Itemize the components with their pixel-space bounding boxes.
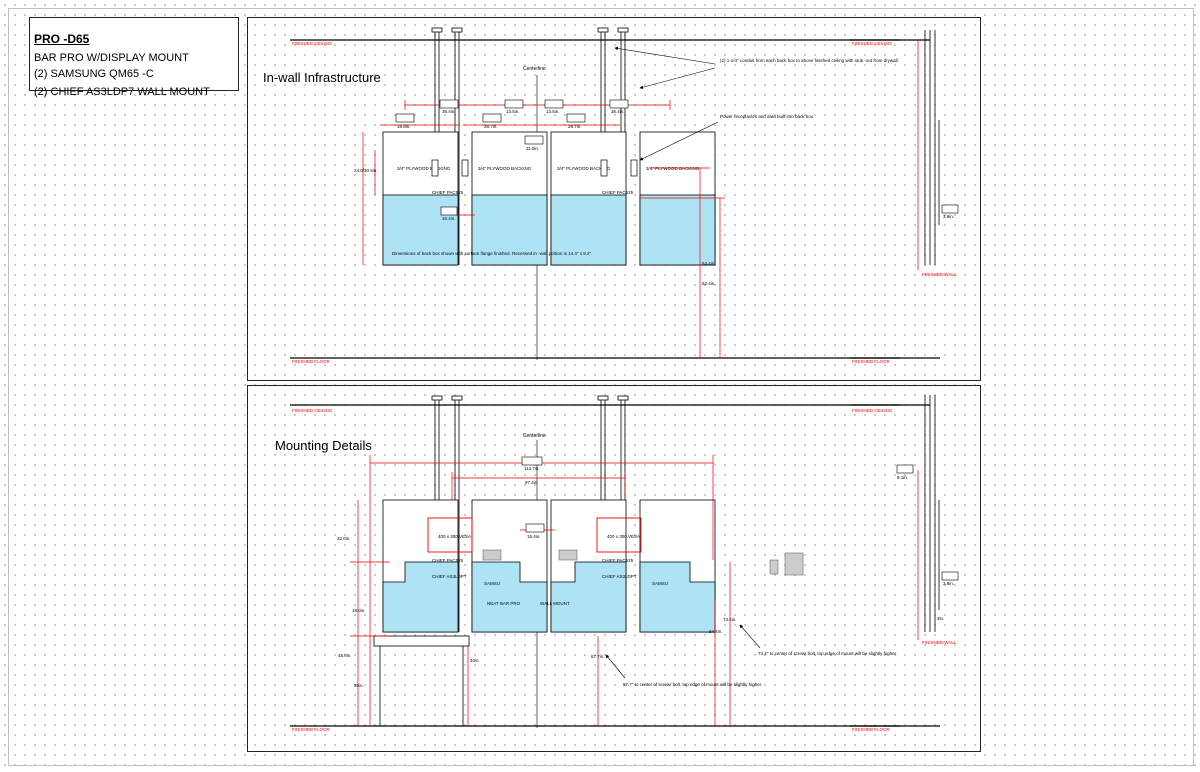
bottom-finished-ceiling-right: FINISHED CEILING: [852, 408, 893, 413]
svg-text:CHIEF PAC525: CHIEF PAC525: [432, 190, 464, 195]
bottom-vesa-boxes: [427, 517, 642, 553]
bottom-bar-table: [373, 635, 470, 726]
svg-text:18.8in.: 18.8in.: [397, 124, 411, 129]
svg-text:114.7in.: 114.7in.: [524, 466, 540, 471]
title-line-3: (2) CHIEF AS3LDP7 WALL MOUNT: [34, 86, 210, 98]
svg-text:CHIEF PAC525: CHIEF PAC525: [602, 190, 634, 195]
svg-text:WALL MOUNT: WALL MOUNT: [540, 601, 570, 606]
title-line-1: BAR PRO W/DISPLAY MOUNT: [34, 52, 189, 64]
svg-text:Power receptacles and data bui: Power receptacles and data built into ba…: [720, 114, 814, 119]
svg-text:Dimensions of back box shown w: Dimensions of back box shown with surfac…: [392, 251, 592, 256]
bottom-mount-brackets: [482, 549, 804, 576]
bottom-leader-lines: [605, 624, 761, 679]
model-title: PRO -D65: [34, 32, 90, 46]
svg-text:(2) 1-1/4" conduit from each b: (2) 1-1/4" conduit from each back box to…: [720, 58, 899, 63]
svg-text:3in.: 3in.: [937, 616, 944, 621]
svg-text:48.0in.: 48.0in.: [338, 653, 352, 658]
svg-text:CHIEF PAC525: CHIEF PAC525: [602, 558, 634, 563]
svg-text:36.4in.: 36.4in.: [611, 109, 625, 114]
svg-text:8.1in.: 8.1in.: [897, 475, 908, 480]
svg-text:52.4in.: 52.4in.: [702, 281, 716, 286]
svg-text:30in.: 30in.: [354, 683, 364, 688]
svg-text:97.4in.: 97.4in.: [525, 480, 539, 485]
svg-text:24.0/30.5in.: 24.0/30.5in.: [354, 168, 378, 173]
top-plywood-labels: 3/4" PLYWOOD BACKING 3/4" PLYWOOD BACKIN…: [397, 166, 700, 195]
svg-text:28.7in.: 28.7in.: [484, 124, 498, 129]
svg-text:11.0in.: 11.0in.: [526, 146, 539, 151]
svg-text:40in.: 40in.: [470, 658, 480, 663]
top-red-dimensions: [362, 40, 919, 358]
svg-text:13.5in.: 13.5in.: [546, 109, 560, 114]
svg-text:28.7in.: 28.7in.: [568, 124, 582, 129]
bottom-box-labels: 400 x 300 VESA 400 x 300 VESA CHIEF PAC5…: [432, 534, 668, 606]
svg-text:3/4" PLYWOOD BACKING: 3/4" PLYWOOD BACKING: [397, 166, 451, 171]
note-conduit: (2) 1-1/4" conduit from each back box to…: [720, 58, 899, 63]
svg-text:67.7in.: 67.7in.: [591, 654, 605, 659]
svg-text:CHIEF PAC525: CHIEF PAC525: [432, 558, 464, 563]
bottom-notes: 67.7" to center of screw/ bolt, top edge…: [623, 651, 897, 687]
svg-text:64.4in.: 64.4in.: [709, 629, 723, 634]
note-left-mount: 67.7" to center of screw/ bolt, top edge…: [623, 682, 762, 687]
bottom-dimension-labels: 114.7in. 97.4in. 15.4in. 32.0in. 18.0in.…: [337, 456, 959, 688]
top-centerline-label: Centerline: [523, 66, 546, 72]
svg-text:3/4" PLYWOOD BACKING: 3/4" PLYWOOD BACKING: [557, 166, 611, 171]
svg-text:400 x 300 VESA: 400 x 300 VESA: [607, 534, 640, 539]
top-finished-floor-right: FINISHED FLOOR: [852, 359, 891, 364]
mounting-details-panel: [247, 385, 981, 752]
svg-text:SAMSU: SAMSU: [484, 581, 500, 586]
top-finished-wall: FINISHED WALL: [922, 272, 957, 277]
top-finished-ceiling-right: FINISHED CEILING: [852, 41, 893, 46]
top-finished-floor-left: FINISHED FLOOR: [292, 359, 331, 364]
svg-text:3.9in.: 3.9in.: [943, 214, 954, 219]
bottom-finished-floor-left: FINISHED FLOOR: [292, 727, 331, 732]
title-block: PRO -D65 BAR PRO W/DISPLAY MOUNT (2) SAM…: [29, 17, 239, 98]
bottom-finished-floor-right: FINISHED FLOOR: [852, 727, 891, 732]
bottom-red-dimensions: [350, 455, 919, 726]
svg-text:18.0in.: 18.0in.: [352, 608, 366, 613]
top-notes: (2) 1-1/4" conduit from each back box to…: [392, 58, 899, 256]
svg-text:73.4in.: 73.4in.: [723, 617, 737, 622]
svg-text:64.4in.: 64.4in.: [702, 261, 716, 266]
svg-text:CHIEF AS3LDPT: CHIEF AS3LDPT: [602, 574, 637, 579]
svg-text:15.4in.: 15.4in.: [527, 534, 541, 539]
svg-text:36.4in.: 36.4in.: [442, 109, 456, 114]
top-dimension-labels: 36.4in. 13.5in. 13.5in. 36.4in. 18.8in. …: [354, 99, 959, 286]
svg-text:67.7" to center of screw/ bolt: 67.7" to center of screw/ bolt, top edge…: [623, 682, 762, 687]
top-finished-ceiling-left: FINISHED CEILING: [292, 41, 333, 46]
top-panel-title: In-wall Infrastructure: [263, 70, 381, 85]
top-back-boxes: [431, 159, 638, 177]
top-leader-lines: [614, 46, 719, 161]
note-right-mount: 73.4" to center of screw/ bolt, top edge…: [758, 651, 897, 656]
svg-text:400 x 300 VESA: 400 x 300 VESA: [438, 534, 471, 539]
svg-text:73.4" to center of screw/ bolt: 73.4" to center of screw/ bolt, top edge…: [758, 651, 897, 656]
title-line-2: (2) SAMSUNG QM65 -C: [34, 68, 154, 80]
svg-text:3/4" PLYWOOD BACKING: 3/4" PLYWOOD BACKING: [646, 166, 700, 171]
svg-text:SAMSU: SAMSU: [652, 581, 668, 586]
svg-text:32.0in.: 32.0in.: [337, 536, 351, 541]
top-side-wall-detail: [924, 30, 940, 265]
bottom-display-boxes: [382, 499, 716, 633]
bottom-finished-ceiling-left: FINISHED CEILING: [292, 408, 333, 413]
note-power: Power receptacles and data built into ba…: [720, 114, 814, 119]
bottom-panel-title: Mounting Details: [275, 438, 372, 453]
svg-text:CHIEF AS3LDPT: CHIEF AS3LDPT: [432, 574, 467, 579]
bottom-side-wall-detail: [924, 395, 940, 632]
svg-text:NEAT BAR PRO: NEAT BAR PRO: [487, 601, 521, 606]
svg-text:3.9in.: 3.9in.: [943, 581, 954, 586]
top-display-boxes: [382, 131, 716, 266]
svg-text:13.5in.: 13.5in.: [506, 109, 520, 114]
bottom-centerline-label: Centerline: [523, 433, 546, 439]
sheet-border: [8, 8, 1194, 766]
bottom-finished-wall: FINISHED WALL: [922, 640, 957, 645]
in-wall-infrastructure-panel: [247, 17, 981, 381]
svg-text:3/4" PLYWOOD BACKING: 3/4" PLYWOOD BACKING: [478, 166, 532, 171]
note-backbox: Dimensions of back box shown with surfac…: [392, 251, 592, 256]
svg-text:10.4in.: 10.4in.: [442, 216, 456, 221]
